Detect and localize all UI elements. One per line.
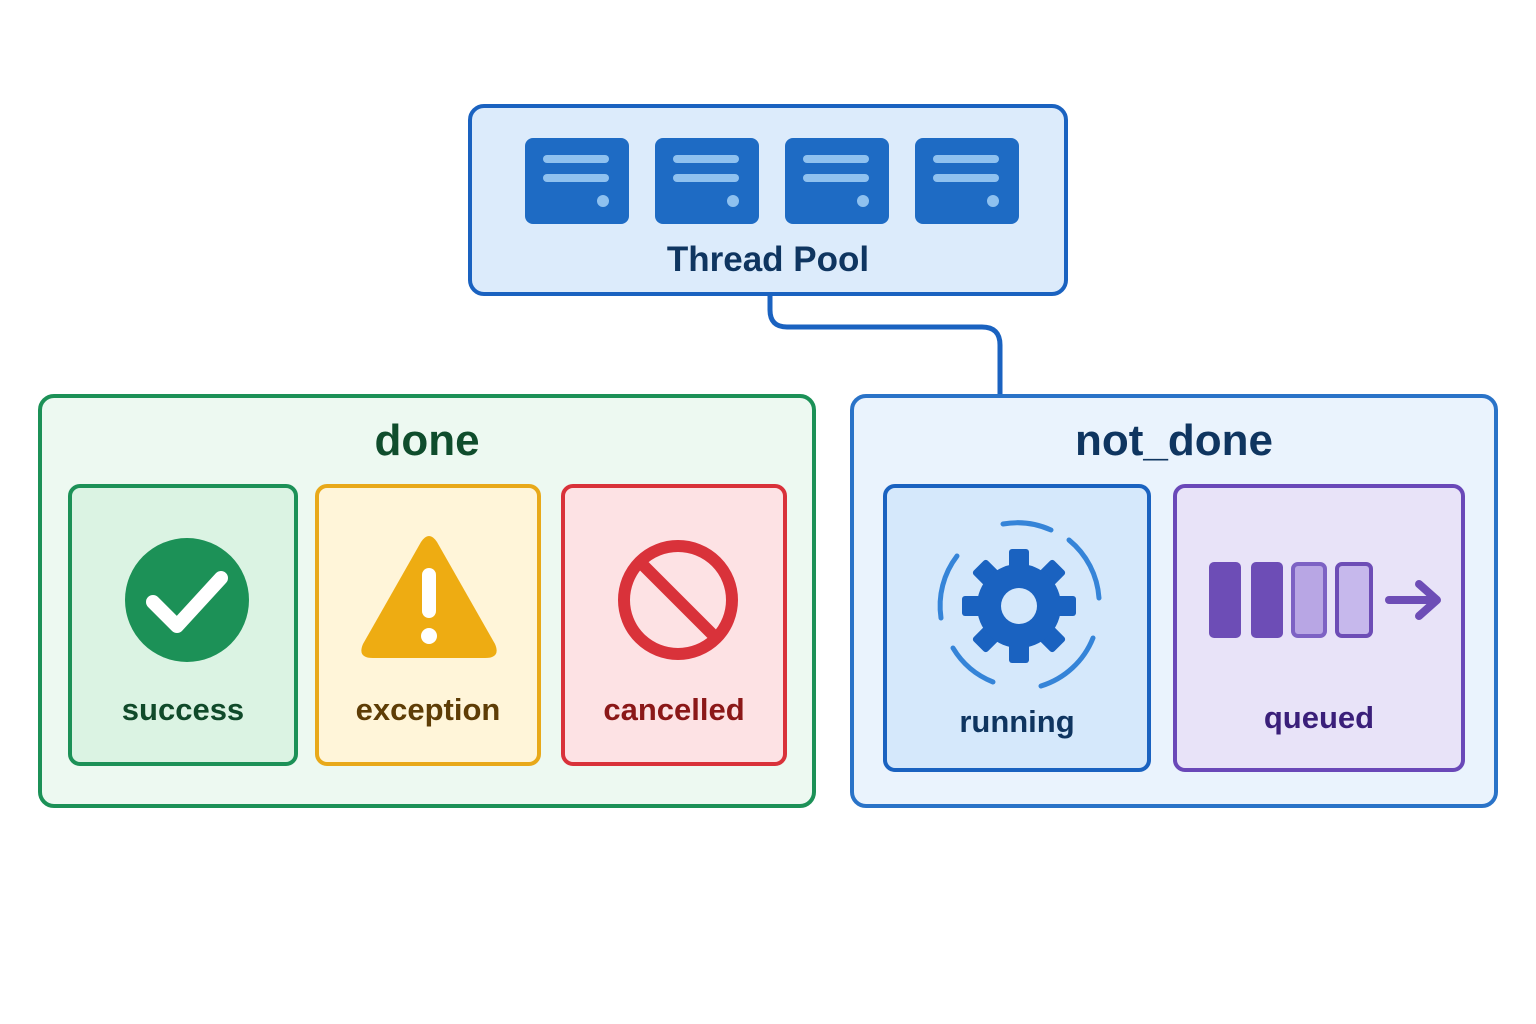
worker-server-icon (785, 138, 889, 224)
warning-triangle-icon (361, 536, 497, 658)
state-card-success: success (68, 484, 298, 766)
worker-server-icon (655, 138, 759, 224)
queue-arrow-icon (1209, 562, 1441, 638)
done-group-title: done (374, 416, 480, 465)
gear-spinner-icon (937, 520, 1102, 689)
state-label-running: running (959, 704, 1075, 739)
state-card-running: running (883, 484, 1151, 772)
state-card-exception: exception (315, 484, 541, 766)
state-card-queued: queued (1173, 484, 1465, 772)
worker-server-icon (525, 138, 629, 224)
prohibited-icon (618, 540, 738, 660)
state-label-exception: exception (355, 692, 501, 727)
check-circle-icon (125, 538, 249, 662)
thread-pool-box: Thread Pool (468, 104, 1068, 296)
state-label-cancelled: cancelled (603, 692, 745, 727)
thread-pool-title: Thread Pool (666, 240, 870, 279)
worker-server-icon (915, 138, 1019, 224)
not-done-group-title: not_done (1075, 416, 1273, 465)
state-label-success: success (121, 692, 245, 727)
state-label-queued: queued (1263, 700, 1375, 735)
state-card-cancelled: cancelled (561, 484, 787, 766)
